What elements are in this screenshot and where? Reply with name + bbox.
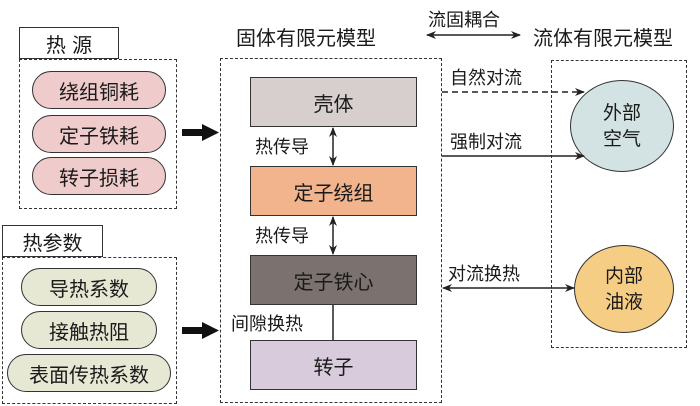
node-label-line1: 外部: [602, 102, 641, 124]
pill-label: 导热系数: [49, 276, 129, 301]
thermal-param-item-contact-resistance: 接触热阻: [21, 311, 157, 349]
fluid-model-group: [551, 60, 687, 348]
link-label-conduction-2: 热传导: [255, 226, 309, 247]
pill-label: 定子铁耗: [59, 123, 139, 148]
natural-convection-label: 自然对流: [450, 68, 522, 89]
heat-source-group: [19, 59, 177, 209]
forced-convection-label: 强制对流: [450, 132, 522, 153]
thermal-params-title-text: 热参数: [22, 230, 83, 255]
heat-source-item-rotor-loss: 转子损耗: [32, 157, 166, 195]
node-label-line2: 空气: [602, 128, 641, 150]
solid-model-title: 固体有限元模型: [236, 26, 376, 50]
thermal-params-title: 热参数: [2, 225, 103, 257]
heat-source-item-winding-copper-loss: 绕组铜耗: [32, 71, 166, 109]
convective-heat-transfer-label: 对流换热: [448, 264, 520, 285]
block-stator-core: 定子铁心: [250, 255, 417, 305]
node-internal-oil: 内部 油液: [574, 245, 674, 333]
thermal-params-group: [2, 257, 177, 404]
heat-source-title: 热 源: [19, 27, 119, 59]
coupling-label: 流固耦合: [428, 10, 500, 31]
block-housing: 壳体: [250, 77, 417, 127]
pill-label: 绕组铜耗: [59, 79, 139, 104]
node-label-line2: 油液: [604, 291, 643, 313]
pill-label: 表面传热系数: [29, 362, 149, 387]
pill-label: 转子损耗: [59, 165, 139, 190]
fluid-model-title: 流体有限元模型: [533, 26, 673, 50]
heat-source-item-stator-iron-loss: 定子铁耗: [32, 115, 166, 153]
pill-label: 接触热阻: [49, 319, 129, 344]
thermal-param-item-surface-coefficient: 表面传热系数: [7, 354, 171, 392]
node-external-air: 外部 空气: [570, 80, 674, 172]
solid-model-group: [220, 58, 442, 403]
block-rotor: 转子: [250, 340, 417, 390]
block-stator-winding: 定子绕组: [250, 166, 417, 216]
heat-source-title-text: 热 源: [45, 32, 93, 57]
thermal-param-item-conductivity: 导热系数: [21, 268, 157, 306]
params-to-solid-arrow: [182, 322, 219, 339]
block-label: 定子铁心: [293, 269, 374, 294]
link-label-conduction-1: 热传导: [255, 137, 309, 158]
heat-source-to-solid-arrow: [182, 124, 219, 141]
block-label: 定子绕组: [293, 180, 374, 205]
link-label-gap-heat-transfer: 间隙换热: [231, 314, 303, 335]
block-label: 壳体: [313, 91, 354, 116]
block-label: 转子: [313, 354, 354, 379]
node-label-line1: 内部: [604, 265, 643, 287]
